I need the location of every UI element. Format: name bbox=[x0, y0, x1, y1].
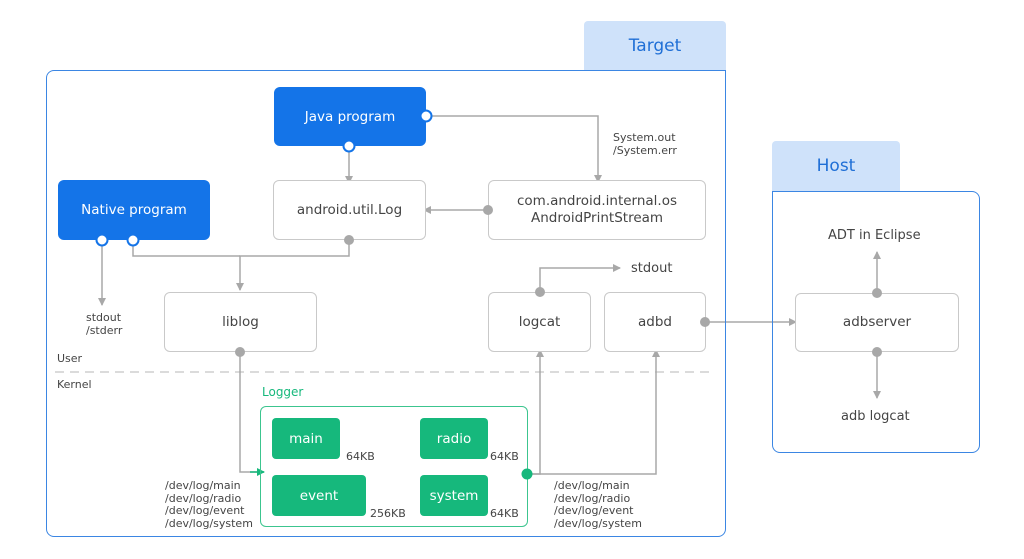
liblog-label: liblog bbox=[222, 313, 259, 330]
logcat-label: logcat bbox=[518, 313, 561, 330]
target-label: Target bbox=[628, 35, 682, 56]
adt-in-eclipse-label: ADT in Eclipse bbox=[828, 228, 921, 243]
buffer-system-label: system bbox=[429, 487, 479, 504]
android-util-log-label: android.util.Log bbox=[296, 201, 403, 218]
logger-title: Logger bbox=[262, 385, 304, 399]
buffer-event: event bbox=[272, 475, 366, 516]
buffer-event-label: event bbox=[299, 487, 339, 504]
target-tab: Target bbox=[584, 21, 726, 70]
host-frame bbox=[772, 191, 980, 453]
arrow-java-to-printstream bbox=[426, 115, 602, 183]
buffer-system: system bbox=[420, 475, 488, 516]
system-out-label: System.out /System.err bbox=[613, 131, 677, 157]
buffer-main-label: main bbox=[289, 430, 323, 447]
adbserver-label: adbserver bbox=[842, 314, 912, 330]
logcat-box: logcat bbox=[488, 292, 591, 352]
native-program-label: Native program bbox=[81, 202, 187, 218]
java-program-label: Java program bbox=[304, 108, 396, 125]
adbserver-box: adbserver bbox=[795, 293, 959, 352]
user-label: User bbox=[57, 352, 83, 365]
adbd-box: adbd bbox=[604, 292, 706, 352]
print-stream-label: com.android.internal.os AndroidPrintStre… bbox=[516, 193, 678, 226]
buffer-system-size: 64KB bbox=[490, 507, 519, 520]
stdout-stderr-label: stdout /stderr bbox=[86, 311, 123, 337]
arrow-logcat-to-stdout bbox=[539, 264, 621, 290]
arrow-log-to-liblog bbox=[236, 240, 350, 291]
buffer-event-size: 256KB bbox=[370, 507, 406, 520]
buffer-radio-size: 64KB bbox=[490, 450, 519, 463]
host-tab: Host bbox=[772, 141, 900, 191]
host-label: Host bbox=[816, 156, 856, 176]
buffer-main-size: 64KB bbox=[346, 450, 375, 463]
java-program-box: Java program bbox=[274, 87, 426, 146]
android-util-log-box: android.util.Log bbox=[273, 180, 426, 240]
buffer-main: main bbox=[272, 418, 340, 459]
buffer-radio-label: radio bbox=[436, 430, 472, 447]
dev-logs-right: /dev/log/main /dev/log/radio /dev/log/ev… bbox=[554, 479, 642, 530]
adbd-label: adbd bbox=[638, 313, 672, 330]
kernel-label: Kernel bbox=[57, 378, 92, 391]
liblog-box: liblog bbox=[164, 292, 317, 352]
arrow-logger-to-adbd bbox=[527, 349, 660, 475]
logger-frame bbox=[260, 406, 528, 527]
print-stream-box: com.android.internal.os AndroidPrintStre… bbox=[488, 180, 706, 240]
adb-logcat-label: adb logcat bbox=[841, 409, 910, 424]
stdout-label: stdout bbox=[631, 261, 673, 276]
target-frame bbox=[46, 70, 726, 537]
native-program-box: Native program bbox=[58, 180, 210, 240]
dev-logs-left: /dev/log/main /dev/log/radio /dev/log/ev… bbox=[165, 479, 253, 530]
buffer-radio: radio bbox=[420, 418, 488, 459]
